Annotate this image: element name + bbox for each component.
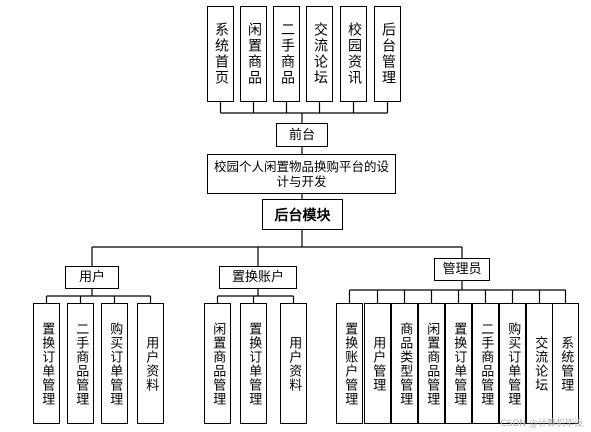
admin-goods-types: 商品类型管理 (391, 303, 418, 424)
admin-users: 用户管理 (364, 303, 391, 424)
user-profile: 用户资料 (137, 303, 164, 424)
exchange-profile: 用户资料 (280, 303, 307, 424)
admin-exchange-accounts: 置换账户管理 (336, 303, 363, 424)
group-administrator: 管理员 (434, 258, 490, 281)
exchange-orders: 置换订单管理 (240, 303, 267, 424)
user-exchange-orders: 置换订单管理 (33, 303, 60, 424)
admin-purchase-orders: 购买订单管理 (499, 303, 526, 424)
frontend-module-second-hand: 二手商品 (273, 6, 300, 102)
admin-forum: 交流论坛 (526, 303, 553, 424)
watermark: CSDN @计算机毕设 (500, 419, 583, 429)
frontend-node: 前台 (276, 123, 328, 147)
user-purchase-orders: 购买订单管理 (101, 303, 128, 424)
user-second-hand-goods: 二手商品管理 (67, 303, 94, 424)
frontend-module-idle-goods: 闲置商品 (240, 6, 267, 102)
admin-idle-goods: 闲置商品管理 (418, 303, 445, 424)
backend-node: 后台模块 (262, 199, 343, 230)
frontend-module-forum: 交流论坛 (306, 6, 333, 102)
admin-system: 系统管理 (552, 303, 579, 424)
frontend-module-campus-news: 校园资讯 (340, 6, 367, 102)
group-user: 用户 (65, 266, 119, 289)
platform-title: 校园个人闲置物品换购平台的设计与开发 (207, 154, 396, 194)
frontend-module-admin: 后台管理 (374, 6, 401, 102)
admin-second-hand-goods: 二手商品管理 (472, 303, 499, 424)
exchange-idle-goods: 闲置商品管理 (204, 303, 231, 424)
admin-exchange-orders: 置换订单管理 (445, 303, 472, 424)
frontend-module-home: 系统首页 (207, 6, 234, 102)
group-exchange-account: 置换账户 (219, 266, 297, 289)
